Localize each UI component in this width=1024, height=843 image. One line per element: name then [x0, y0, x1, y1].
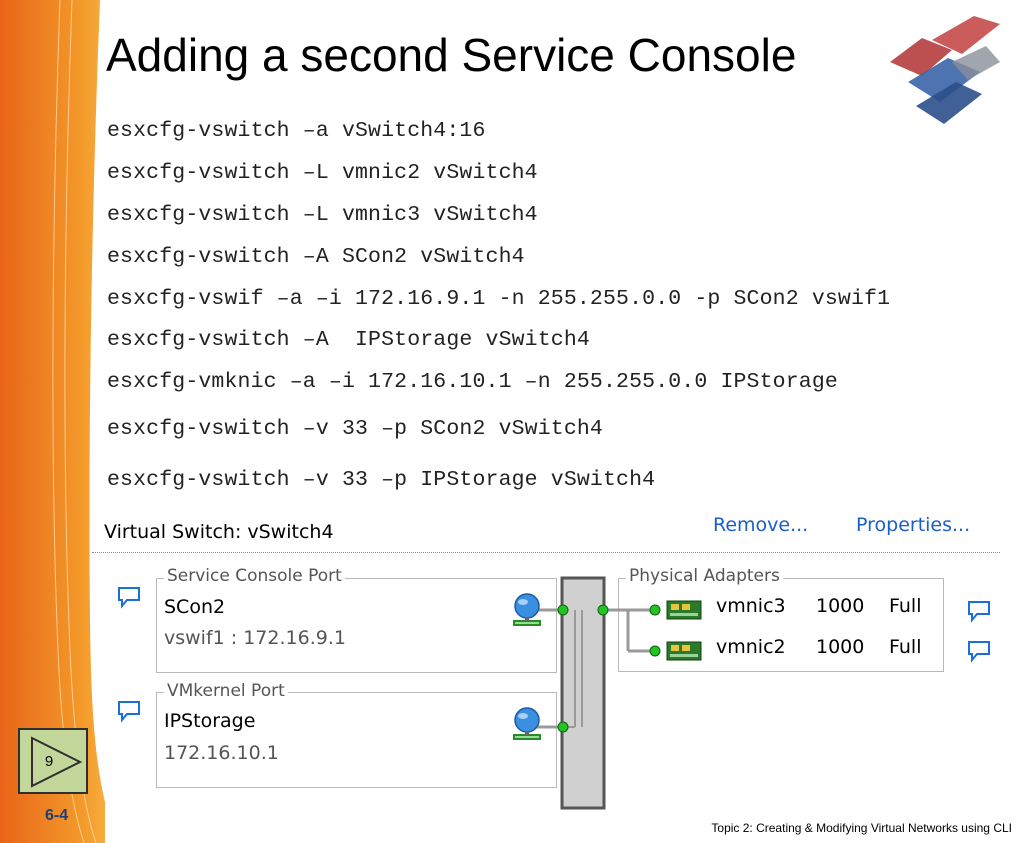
- vmkernel-port-name: IPStorage: [164, 710, 256, 732]
- network-globe-icon: [513, 593, 541, 626]
- vmkernel-port-group[interactable]: [156, 692, 557, 788]
- nic-icon: [666, 641, 702, 661]
- properties-link[interactable]: Properties...: [856, 514, 971, 536]
- comment-bubble-icon[interactable]: [117, 585, 141, 609]
- adapter-speed: 1000: [816, 636, 865, 658]
- play-arrow-icon: [31, 736, 82, 788]
- command-line: esxcfg-vswitch –a vSwitch4:16: [107, 119, 486, 143]
- command-line: esxcfg-vswitch –A SCon2 vSwitch4: [107, 245, 525, 269]
- adapter-name[interactable]: vmnic3: [716, 595, 786, 617]
- command-line: esxcfg-vswif –a –i 172.16.9.1 -n 255.255…: [107, 287, 891, 311]
- adapter-name[interactable]: vmnic2: [716, 636, 786, 658]
- nav-button-number: 9: [44, 753, 54, 770]
- remove-link[interactable]: Remove...: [713, 514, 809, 536]
- service-console-legend: Service Console Port: [164, 566, 345, 586]
- comment-bubble-icon[interactable]: [967, 639, 991, 663]
- command-line: esxcfg-vswitch –v 33 –p SCon2 vSwitch4: [107, 417, 603, 441]
- next-slide-button[interactable]: 9: [18, 728, 88, 794]
- port-dot: [649, 645, 661, 657]
- logo-icon: [890, 16, 1000, 124]
- command-line: esxcfg-vswitch –v 33 –p IPStorage vSwitc…: [107, 468, 656, 492]
- physical-adapters-legend: Physical Adapters: [626, 566, 783, 586]
- slide-title: Adding a second Service Console: [106, 29, 797, 81]
- vswitch-title: Virtual Switch: vSwitch4: [104, 521, 334, 543]
- service-console-port-detail: vswif1 : 172.16.9.1: [164, 627, 346, 649]
- adapter-duplex: Full: [889, 636, 922, 658]
- service-console-port-name: SCon2: [164, 596, 226, 618]
- slide-number: 6-4: [45, 807, 69, 824]
- vmkernel-legend: VMkernel Port: [164, 681, 288, 701]
- port-dot: [597, 604, 609, 616]
- comment-bubble-icon[interactable]: [967, 599, 991, 623]
- left-decorative-bar: [0, 0, 105, 843]
- port-dot: [649, 604, 661, 616]
- nic-icon: [666, 600, 702, 620]
- command-line: esxcfg-vmknic –a –i 172.16.10.1 –n 255.2…: [107, 370, 838, 394]
- port-dot: [557, 721, 569, 733]
- port-dot: [557, 604, 569, 616]
- divider: [92, 552, 1000, 553]
- network-globe-icon: [513, 707, 541, 740]
- adapter-duplex: Full: [889, 595, 922, 617]
- command-line: esxcfg-vswitch –L vmnic2 vSwitch4: [107, 161, 538, 185]
- comment-bubble-icon[interactable]: [117, 699, 141, 723]
- service-console-port-group[interactable]: [156, 578, 557, 673]
- adapter-speed: 1000: [816, 595, 865, 617]
- footer-text: Topic 2: Creating & Modifying Virtual Ne…: [711, 821, 1012, 835]
- command-line: esxcfg-vswitch –A IPStorage vSwitch4: [107, 328, 590, 352]
- vmkernel-port-detail: 172.16.10.1: [164, 742, 279, 764]
- command-line: esxcfg-vswitch –L vmnic3 vSwitch4: [107, 203, 538, 227]
